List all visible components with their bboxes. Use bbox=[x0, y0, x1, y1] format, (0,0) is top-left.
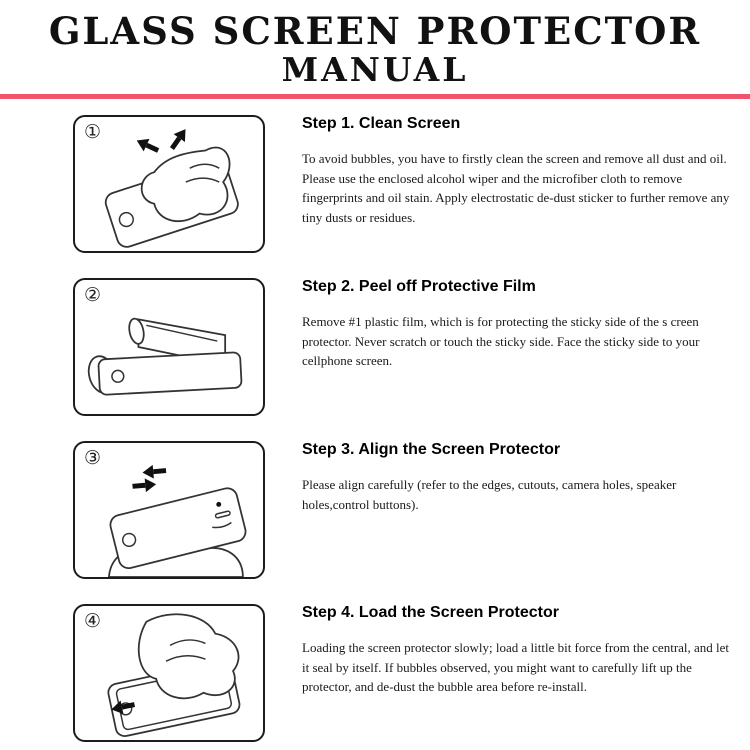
step-4-heading: Step 4. Load the Screen Protector bbox=[302, 604, 559, 622]
step-2-text: Step 2. Peel off Protective Film Remove … bbox=[302, 278, 734, 371]
steps-list: ① bbox=[0, 99, 750, 743]
speaker-hole-icon bbox=[214, 510, 231, 520]
title-line-2: MANUAL bbox=[281, 49, 469, 89]
step-row-2: ② Step 2. Peel off Protective Film bbox=[73, 278, 750, 417]
step-row-1: ① bbox=[73, 115, 750, 254]
step-4-number-badge: ④ bbox=[84, 610, 102, 633]
step-2-number-badge: ② bbox=[84, 284, 102, 307]
step-2-illustration-box: ② bbox=[73, 278, 265, 417]
phone-icon bbox=[97, 352, 243, 396]
step-row-3: ③ bbox=[73, 441, 750, 580]
step-1-heading: Step 1. Clean Screen bbox=[302, 115, 461, 133]
align-arrows-icon bbox=[132, 465, 167, 493]
hand-icon bbox=[140, 147, 231, 223]
step-3-number-badge: ③ bbox=[84, 447, 102, 470]
phone-icon bbox=[109, 487, 247, 570]
step-2-body: Remove #1 plastic film, which is for pro… bbox=[302, 314, 700, 369]
step-row-4: ④ S bbox=[73, 604, 750, 743]
step-2-heading: Step 2. Peel off Protective Film bbox=[302, 278, 536, 296]
step-3-heading: Step 3. Align the Screen Protector bbox=[302, 441, 561, 459]
step-1-text: Step 1. Clean Screen To avoid bubbles, y… bbox=[302, 115, 734, 227]
step-1-illustration-box: ① bbox=[73, 115, 265, 254]
step-1-number-badge: ① bbox=[84, 121, 102, 144]
page-title: GLASS SCREEN PROTECTOR MANUAL bbox=[0, 0, 750, 87]
camera-hole-icon bbox=[216, 502, 222, 508]
pink-divider-rule bbox=[0, 94, 750, 100]
peel-film-illustration-icon bbox=[87, 318, 243, 396]
step-4-illustration-box: ④ bbox=[73, 604, 265, 743]
wipe-arrows-icon bbox=[136, 129, 186, 154]
step-4-text: Step 4. Load the Screen Protector Loadin… bbox=[302, 604, 734, 697]
step-3-body: Please align carefully (refer to the edg… bbox=[302, 477, 677, 512]
load-protector-illustration-icon bbox=[107, 613, 241, 738]
title-line-1: GLASS SCREEN PROTECTOR bbox=[48, 9, 702, 53]
hand-icon bbox=[137, 613, 240, 700]
align-protector-illustration-icon bbox=[108, 465, 247, 578]
step-1-body: To avoid bubbles, you have to firstly cl… bbox=[302, 151, 730, 225]
step-4-body: Loading the screen protector slowly; loa… bbox=[302, 640, 730, 695]
clean-screen-illustration-icon bbox=[104, 129, 239, 249]
press-arrow-icon bbox=[111, 700, 136, 715]
step-3-text: Step 3. Align the Screen Protector Pleas… bbox=[302, 441, 734, 514]
step-3-illustration-box: ③ bbox=[73, 441, 265, 580]
film-curl-icon bbox=[128, 318, 145, 346]
